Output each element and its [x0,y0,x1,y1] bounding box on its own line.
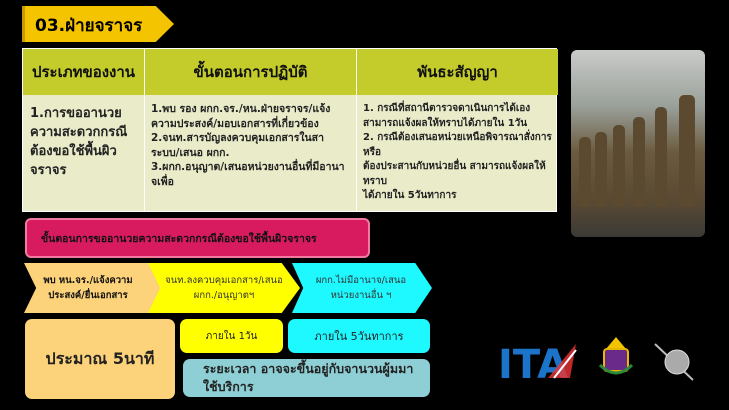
duration-main: ประมาณ 5นาที [25,319,175,399]
flow-chevron-1 [24,263,176,313]
step-item: 1.พบ รอง ผกก.จร./หน.ฝ่ายจราจร/แจ้งความปร… [151,103,331,130]
police-emblem-logo [596,335,636,381]
header-commitment: พันธะสัญญา [357,49,558,95]
work-type-cell: 1.การขออานวยความสะดวกกรณีต้องขอใช้พื้นผิ… [23,96,145,211]
commitment-item: 2. กรณีต้องเสนอหน่วยเหนือพิจารณาสั่งการห… [363,132,552,158]
flow-step-3: ผกก.ไม่มีอานาจ/เสนอหน่วยงานอื่น ฯ [315,275,407,301]
commitment-item: ได้ภายใน 5วันทาการ [363,190,457,201]
service-table: ประเภทของงาน ขั้นตอนการปฏิบัติ พันธะสัญญ… [22,48,558,212]
duration-note: ระยะเวลา อาจจะขึ้นอยู่กับจานวนผู้มมาใช้บ… [183,359,430,397]
duration-one-day: ภายใน 1วัน [180,319,283,353]
step-item: 3.ผกก.อนุญาต/เสนอหน่วยงานอื่นที่มีอานาจเ… [151,161,345,188]
officer-figure [655,107,667,207]
section-title: 03.ฝ่ายจราจร [22,6,174,42]
officer-figure [579,137,591,207]
commitment-cell: 1. กรณีที่สถานีตารวจดาเนินการได้เอง สามา… [357,96,558,211]
flow-chevron-2 [148,263,300,313]
commitment-item: 1. กรณีที่สถานีตารวจดาเนินการได้เอง สามา… [363,103,531,129]
header-steps: ขั้นตอนการปฏิบัติ [145,49,357,95]
ita-logo: ITA [498,342,578,388]
process-button[interactable]: ขั้นตอนการขออานวยความสะดวกกรณีต้องขอใช้พ… [25,218,370,258]
flow-step-2: จนท.ลงควบคุมเอกสาร/เสนอ ผกก./อนุญาตฯ [165,275,283,301]
steps-cell: 1.พบ รอง ผกก.จร./หน.ฝ่ายจราจร/แจ้งความปร… [145,96,357,211]
officer-figure [679,95,695,207]
header-work-type: ประเภทของงาน [23,49,145,95]
step-item: 2.จนท.สารบัญลงควบคุมเอกสารในสาระบบ/เสนอ … [151,132,324,159]
flow-step-1: พบ หน.จร./แจ้งความประสงค์/ยื่นเอกสาร [43,275,133,301]
traffic-police-photo [571,50,705,237]
officer-figure [595,132,607,207]
officer-figure [613,125,625,207]
flow-chevron-3 [292,263,432,313]
commitment-item: ต้องประสานกับหน่วยอื่น สามารถแจ้งผลให้ทร… [363,161,546,187]
seal-logo [653,342,695,382]
duration-five-days: ภายใน 5วันทาการ [288,319,430,353]
officer-figure [633,117,645,207]
